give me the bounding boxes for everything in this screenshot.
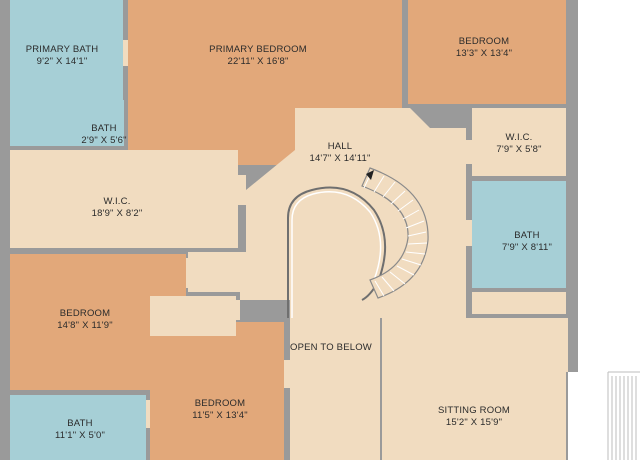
primary-bath-name: PRIMARY BATH <box>25 44 99 55</box>
small-bath-label: BATH 2'9" X 5'6" <box>81 123 126 147</box>
bedroom-ne-label: BEDROOM 13'3" X 13'4" <box>456 36 512 60</box>
sitting-room-label: SITTING ROOM 15'2" X 15'9" <box>438 405 510 429</box>
wic-west-dims: 18'9" X 8'2" <box>91 208 143 219</box>
open-to-below-label: OPEN TO BELOW <box>290 342 372 354</box>
primary-bath-label: PRIMARY BATH 9'2" X 14'1" <box>26 44 99 68</box>
open-to-below-name: OPEN TO BELOW <box>290 342 372 353</box>
wic-east-label: W.I.C. 7'9" X 5'8" <box>496 132 541 156</box>
open-to-below-area <box>290 300 378 460</box>
bedroom-west-name: BEDROOM <box>59 308 111 319</box>
bath-sw-dims: 11'1" X 5'0" <box>54 430 106 441</box>
small-bath-dims: 2'9" X 5'6" <box>81 135 127 146</box>
stair-treads <box>363 170 428 297</box>
hall-name: HALL <box>327 141 353 152</box>
bath-sw-room <box>10 395 146 460</box>
southeast-exterior <box>568 372 640 460</box>
balcony-rail <box>607 371 640 460</box>
bedroom-west-dims: 14'8" X 11'9" <box>57 320 113 331</box>
small-bath-room <box>86 100 124 146</box>
bath-east-room <box>472 181 566 288</box>
primary-bedroom-dims: 22'11" X 16'8" <box>227 56 289 67</box>
sitting-room-alcove <box>566 318 568 372</box>
stair-arrow-icon <box>366 170 374 180</box>
strip-east <box>472 292 566 314</box>
bath-east-label: BATH 7'9" X 8'11" <box>502 230 552 254</box>
wic-west-label: W.I.C. 18'9" X 8'2" <box>92 196 143 220</box>
primary-bedroom-name: PRIMARY BEDROOM <box>209 44 307 55</box>
door-openings <box>123 40 472 428</box>
small-bath-name: BATH <box>91 123 117 134</box>
bedroom-ne-room <box>408 0 566 104</box>
wic-west-name: W.I.C. <box>103 196 131 207</box>
sitting-room-name: SITTING ROOM <box>437 405 511 416</box>
sitting-room-room <box>382 318 566 460</box>
wic-east-name: W.I.C. <box>505 132 533 143</box>
sitting-room-dims: 15'2" X 15'9" <box>445 417 503 428</box>
hall-label: HALL 14'7" X 14'11" <box>309 141 370 165</box>
primary-bath-dims: 9'2" X 14'1" <box>36 56 88 67</box>
bedroom-south-notch <box>150 296 236 336</box>
bath-sw-name: BATH <box>67 418 93 429</box>
hall-dims: 14'7" X 14'11" <box>309 153 371 164</box>
bath-sw-label: BATH 11'1" X 5'0" <box>55 418 105 442</box>
bedroom-ne-name: BEDROOM <box>458 36 510 47</box>
bedroom-west-label: BEDROOM 14'8" X 11'9" <box>57 308 113 332</box>
bath-east-dims: 7'9" X 8'11" <box>501 242 553 253</box>
bedroom-south-room <box>150 322 284 460</box>
bedroom-south-label: BEDROOM 11'5" X 13'4" <box>192 398 248 422</box>
bedroom-ne-dims: 13'3" X 13'4" <box>455 48 513 59</box>
open-to-below-railing-inner <box>291 191 382 318</box>
primary-bedroom-label: PRIMARY BEDROOM 22'11" X 16'8" <box>209 44 307 68</box>
wic-east-dims: 7'9" X 5'8" <box>496 144 542 155</box>
wic-east-room <box>472 108 566 176</box>
bedroom-south-name: BEDROOM <box>194 398 246 409</box>
bedroom-south-dims: 11'5" X 13'4" <box>192 410 248 421</box>
wic-west-room <box>10 150 238 248</box>
bath-east-name: BATH <box>514 230 540 241</box>
